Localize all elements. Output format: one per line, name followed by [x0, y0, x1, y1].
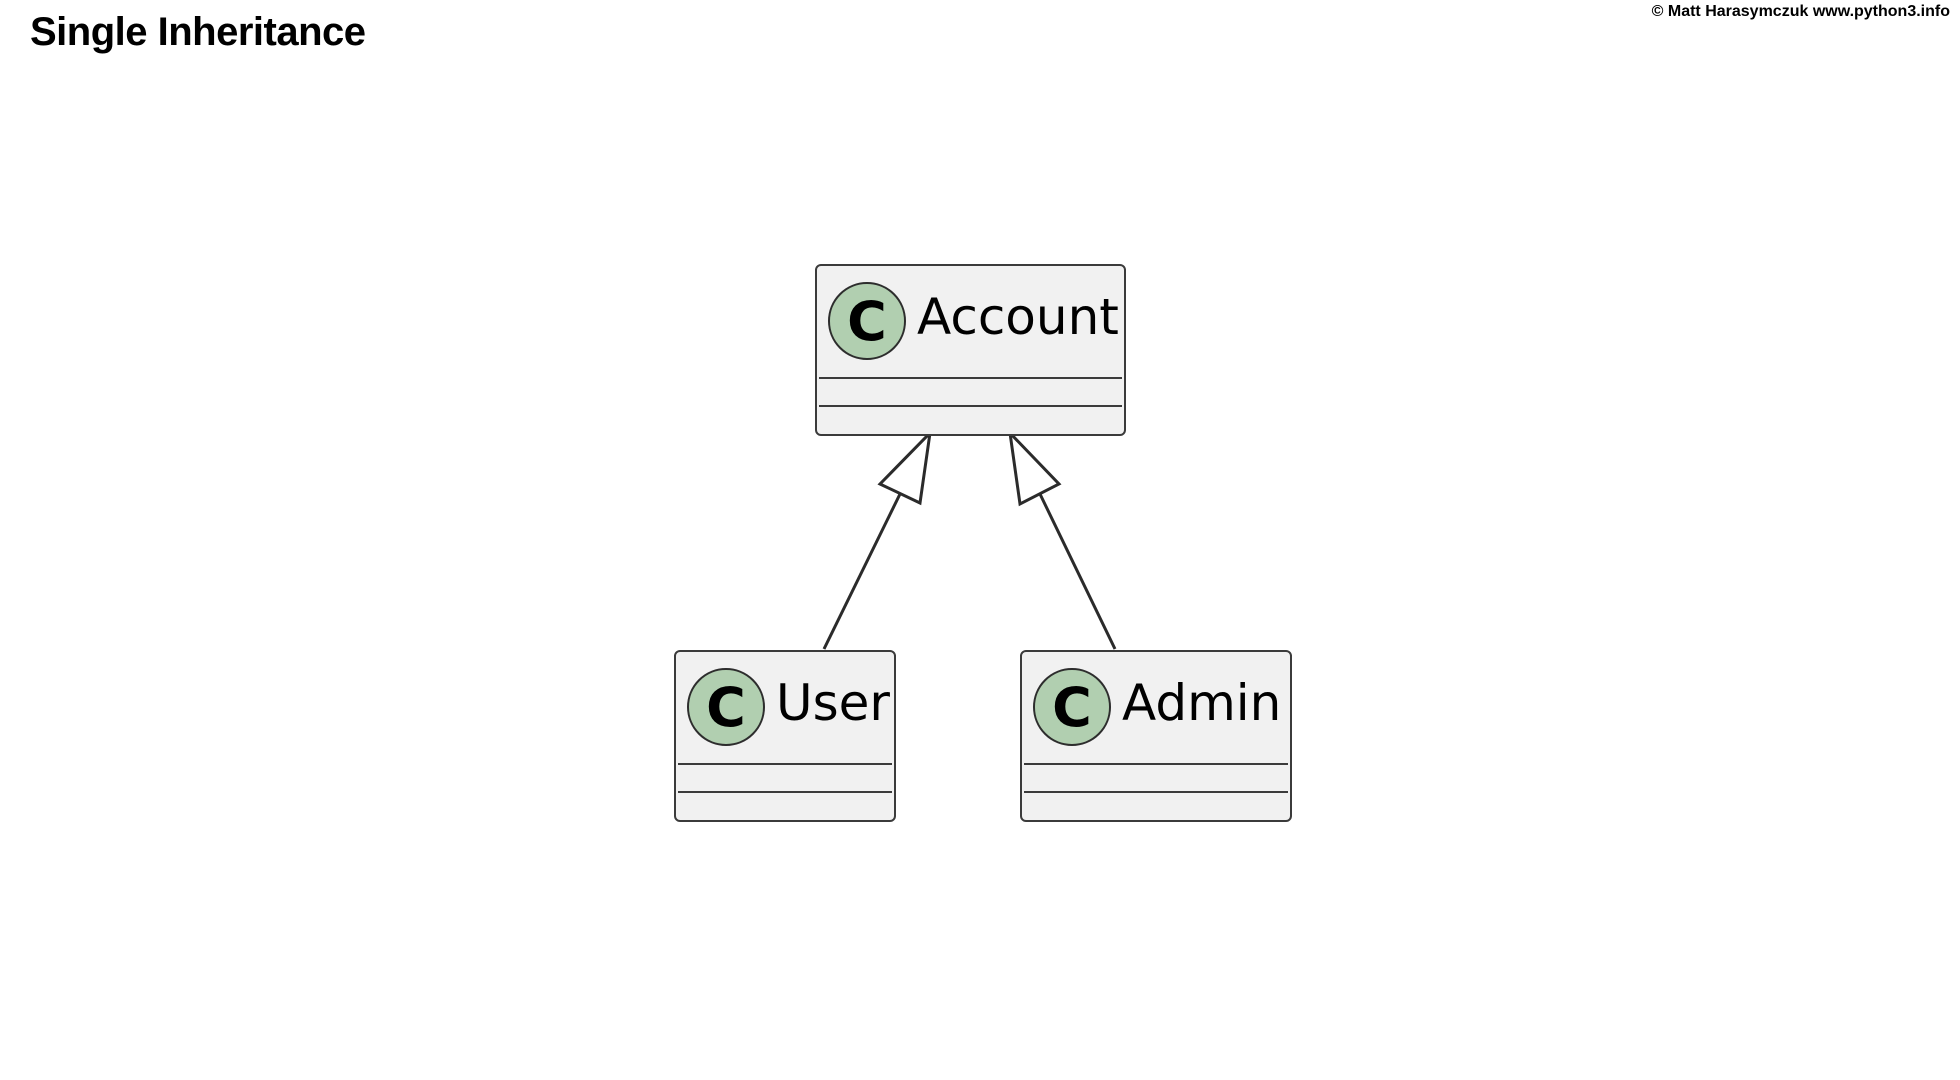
methods-divider	[819, 405, 1122, 407]
class-account[interactable]: C Account	[815, 264, 1126, 436]
edge-user-to-account	[822, 428, 933, 650]
class-name: User	[776, 674, 890, 732]
attributes-divider	[678, 763, 892, 765]
copyright-notice: © Matt Harasymczuk www.python3.info	[1651, 3, 1950, 20]
class-badge-icon: C	[687, 668, 765, 746]
class-badge-icon: C	[828, 282, 906, 360]
class-admin[interactable]: C Admin	[1020, 650, 1292, 822]
class-name: Admin	[1122, 674, 1282, 732]
diagram-title: Single Inheritance	[30, 10, 366, 54]
methods-divider	[678, 791, 892, 793]
methods-divider	[1024, 791, 1288, 793]
edge-admin-to-account	[1007, 428, 1117, 650]
class-name: Account	[917, 288, 1119, 346]
class-user[interactable]: C User	[674, 650, 896, 822]
attributes-divider	[819, 377, 1122, 379]
attributes-divider	[1024, 763, 1288, 765]
class-badge-icon: C	[1033, 668, 1111, 746]
